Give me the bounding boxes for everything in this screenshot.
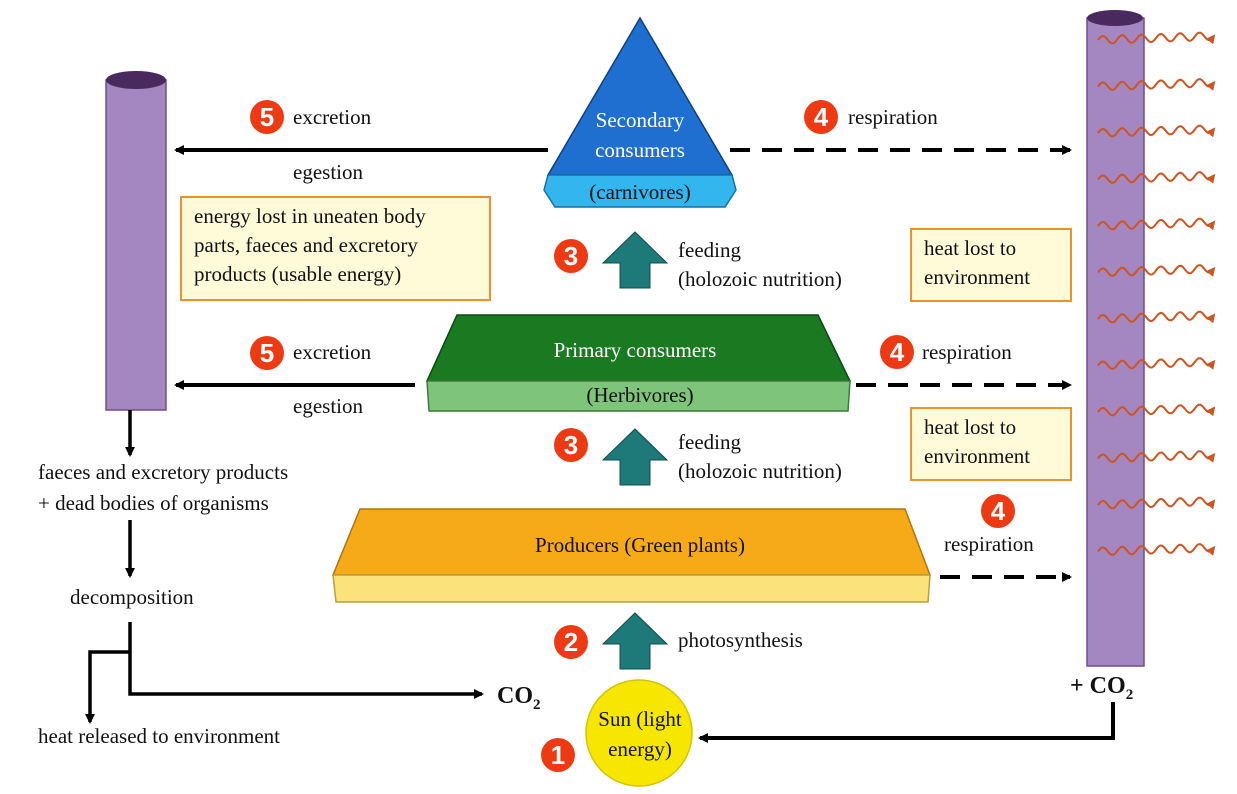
sun-line1: Sun (light — [598, 707, 682, 731]
secondary-title-line1: Secondary — [595, 108, 685, 132]
photosynthesis-arrow — [601, 612, 669, 670]
primary-consumers-title: Primary consumers — [553, 338, 717, 362]
step-badge-1: 1 — [541, 738, 575, 772]
heat-wave-arrow — [1097, 217, 1216, 231]
photosynthesis-label: photosynthesis — [678, 628, 803, 652]
excretion-label-mid: excretion — [293, 340, 372, 364]
sun — [585, 679, 693, 787]
co2-right-text: + CO — [1070, 673, 1126, 699]
heat-wave-arrow — [1097, 403, 1216, 417]
sun-line2: energy) — [608, 737, 672, 761]
waste-column — [105, 71, 167, 411]
heat-column — [1086, 10, 1145, 667]
heat-lost-upper-line2: environment — [924, 265, 1031, 289]
feeding-arrow-lower — [601, 428, 669, 486]
energy-lost-line3: products (usable energy) — [194, 262, 402, 286]
heat-waves — [1097, 31, 1216, 556]
holozoic-text-upper: (holozoic nutrition) — [678, 267, 842, 291]
decomposition-to-co2-arrow — [128, 622, 484, 699]
step-badge-4-top: 4 — [804, 100, 838, 134]
producers-slab — [331, 508, 932, 603]
respiration-label-mid: respiration — [922, 340, 1012, 364]
secondary-consumers-sub: (carnivores) — [589, 180, 691, 204]
heat-wave-arrow — [1097, 124, 1216, 138]
step-badge-5-mid: 5 — [250, 336, 284, 370]
step-badge-3-lower: 3 — [554, 428, 588, 462]
co2-left-label: CO2 — [497, 684, 541, 717]
heat-lost-lower-line1: heat lost to — [924, 415, 1017, 439]
respiration-label-low: respiration — [944, 532, 1034, 556]
heat-wave-arrow — [1097, 310, 1216, 324]
heat-wave-arrow — [1097, 450, 1216, 463]
energy-lost-box: energy lost in uneaten body parts, faece… — [180, 196, 491, 301]
heat-wave-arrow — [1097, 543, 1216, 556]
energy-lost-line2: parts, faeces and excretory — [194, 233, 418, 257]
faeces-line2: + dead bodies of organisms — [38, 491, 269, 515]
heat-lost-box-upper: heat lost to environment — [910, 228, 1072, 302]
feeding-text-lower: feeding — [678, 430, 741, 454]
producers-title: Producers (Green plants) — [535, 533, 745, 557]
heat-wave-arrow — [1097, 171, 1216, 184]
holozoic-text-lower: (holozoic nutrition) — [678, 459, 842, 483]
faeces-line1: faeces and excretory products — [38, 460, 289, 484]
sun-label: Sun (light energy) — [585, 704, 695, 764]
respiration-label-top: respiration — [848, 105, 938, 129]
primary-consumers-slab — [425, 314, 852, 412]
co2-left-sub: 2 — [533, 696, 541, 713]
feeding-arrow-upper — [601, 231, 669, 289]
heat-wave-arrow — [1097, 496, 1216, 510]
step-badge-4-mid: 4 — [880, 335, 914, 369]
feeding-text-upper: feeding — [678, 238, 741, 262]
egestion-label-top: egestion — [293, 160, 363, 184]
excretion-label-top: excretion — [293, 105, 372, 129]
step-badge-2: 2 — [554, 625, 588, 659]
step-badge-5-top: 5 — [250, 100, 284, 134]
feeding-label-upper: feeding (holozoic nutrition) — [678, 236, 842, 294]
secondary-consumers-title: Secondary consumers — [575, 105, 705, 165]
co2-right-sub: 2 — [1125, 686, 1134, 703]
secondary-title-line2: consumers — [595, 138, 685, 162]
energy-lost-line1: energy lost in uneaten body — [194, 204, 426, 228]
heat-wave-arrow — [1097, 357, 1216, 370]
primary-consumers-sub: (Herbivores) — [586, 383, 694, 407]
heat-lost-box-lower: heat lost to environment — [910, 407, 1072, 481]
heat-wave-arrow — [1097, 264, 1216, 277]
faeces-label: faeces and excretory products + dead bod… — [38, 457, 288, 519]
step-badge-3-upper: 3 — [554, 239, 588, 273]
heat-lost-upper-line1: heat lost to — [924, 236, 1017, 260]
heat-lost-lower-line2: environment — [924, 444, 1031, 468]
feeding-label-lower: feeding (holozoic nutrition) — [678, 428, 842, 486]
decomposition-label: decomposition — [70, 585, 194, 609]
decomposition-to-heat-arrow — [85, 650, 130, 724]
heat-released-label: heat released to environment — [38, 724, 280, 748]
step-badge-4-low: 4 — [981, 494, 1015, 528]
co2-return-arrow — [698, 702, 1115, 743]
heat-wave-arrow — [1097, 78, 1216, 91]
secondary-consumers-pyramid — [543, 16, 737, 208]
co2-left-text: CO — [497, 683, 533, 709]
egestion-label-mid: egestion — [293, 394, 363, 418]
heat-wave-arrow — [1097, 31, 1216, 45]
co2-right-label: + CO2 — [1070, 674, 1133, 707]
